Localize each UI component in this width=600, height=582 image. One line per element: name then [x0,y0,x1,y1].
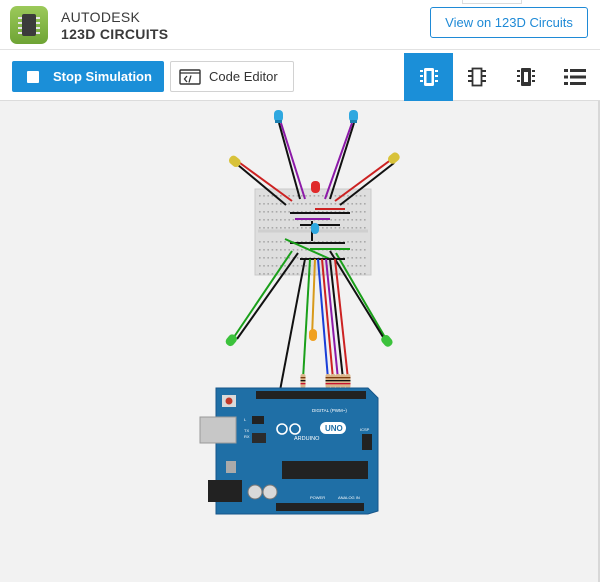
icsp-label: ICSP [360,427,370,432]
led-red-center[interactable] [311,181,320,193]
led-green-left[interactable] [224,333,239,348]
icsp-header [362,434,372,450]
board-brand-label: ARDUINO [294,436,320,442]
stop-simulation-button[interactable]: Stop Simulation [12,61,164,92]
tab-schematic-view[interactable] [452,53,501,101]
board-model-label: UNO [325,424,343,433]
window-tab-stub [462,0,522,4]
power-analog-header [276,503,364,511]
led-orange-center[interactable] [309,329,317,341]
usb-port [199,416,237,444]
schematic-view-icon [467,67,486,87]
circuit-drawing: ARDUINO UNO DIGITAL (PWM~) POWER ANALOG … [199,110,401,515]
digital-header [256,391,366,399]
led-blue-center[interactable] [311,223,319,234]
pcb-view-icon [516,68,535,86]
brand-autodesk: AUTODESK [61,9,141,25]
led-yellow-left[interactable] [227,154,242,169]
led-blue-left[interactable] [274,110,283,123]
arduino-uno-board[interactable]: ARDUINO UNO DIGITAL (PWM~) POWER ANALOG … [199,387,379,515]
code-editor-button[interactable]: Code Editor [170,61,294,92]
app-header: AUTODESK 123D CIRCUITS View on 123D Circ… [0,0,600,50]
led-blue-right[interactable] [349,110,358,123]
resistor[interactable] [345,374,351,388]
led-yellow-right[interactable] [386,151,401,166]
chip-icon [10,6,48,44]
led-green-right[interactable] [380,333,395,348]
code-editor-label: Code Editor [209,69,278,84]
tab-pcb-view[interactable] [501,53,550,101]
resistor[interactable] [330,374,336,388]
breadboard-view-icon [419,68,438,86]
power-label: POWER [310,495,325,500]
atmega-chip [282,461,368,479]
tab-breadboard-view[interactable] [404,53,453,101]
resistor[interactable] [300,374,306,388]
resistor[interactable] [335,374,341,388]
view-on-123d-button[interactable]: View on 123D Circuits [430,7,588,38]
power-jack [208,480,242,502]
code-editor-icon [179,68,201,85]
brand-product-name: 123D CIRCUITS [61,26,169,42]
toolbar: Stop Simulation Code Editor [0,50,600,101]
resistor[interactable] [325,374,331,388]
l-led-label: L [244,417,247,422]
stop-icon [27,70,39,83]
digital-label: DIGITAL (PWM~) [312,408,347,413]
rx-label: RX [244,434,250,439]
resistors[interactable] [300,374,351,388]
canvas-scroll-edge [598,101,600,582]
resistor[interactable] [340,374,346,388]
circuit-canvas[interactable]: ARDUINO UNO DIGITAL (PWM~) POWER ANALOG … [0,101,600,582]
stop-simulation-label: Stop Simulation [53,69,152,84]
tab-component-list[interactable] [550,53,599,101]
wires [233,122,395,402]
component-list-icon [563,69,586,85]
analog-label: ANALOG IN [338,495,360,500]
tx-label: TX [244,428,249,433]
